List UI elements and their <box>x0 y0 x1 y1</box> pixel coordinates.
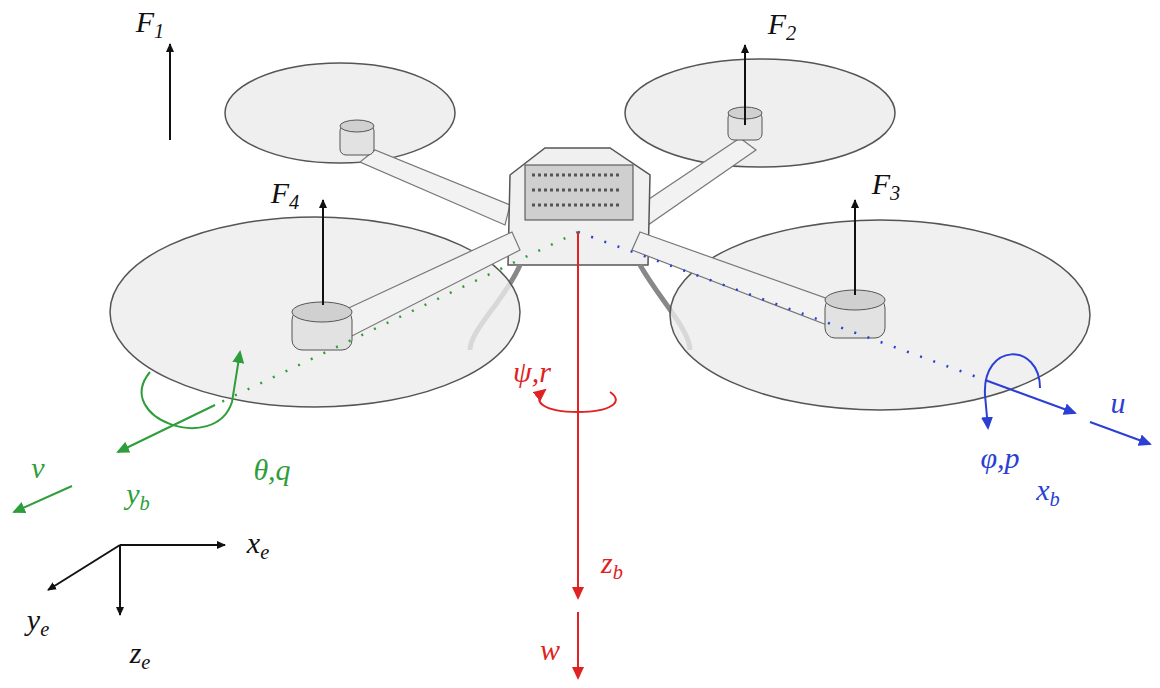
axis-label: ye <box>27 605 49 640</box>
axis-label: xb <box>1036 475 1060 510</box>
velocity-label: u <box>1111 388 1126 418</box>
velocity-label: v <box>31 453 44 483</box>
force-label: F3 <box>872 169 901 204</box>
force-label: F1 <box>136 7 165 42</box>
rotation-label: θ,q <box>253 455 290 485</box>
rotation-label: ψ,r <box>513 357 551 387</box>
axis-label: xe <box>247 528 269 563</box>
rotation-label: φ,p <box>980 443 1019 473</box>
force-label: F2 <box>768 9 797 44</box>
axis-label: zb <box>601 548 623 583</box>
axis-label: ze <box>130 638 151 673</box>
axis-label: yb <box>126 479 150 514</box>
velocity-label: w <box>540 635 560 665</box>
force-label: F4 <box>271 178 300 213</box>
